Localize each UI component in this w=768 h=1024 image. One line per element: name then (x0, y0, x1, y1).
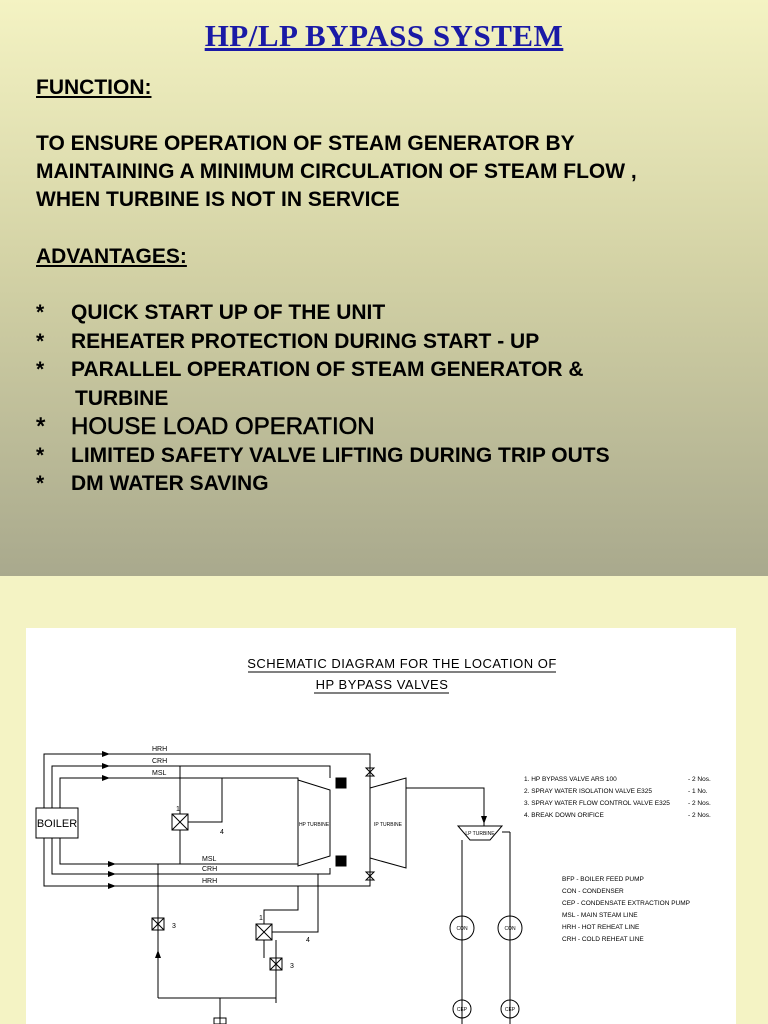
parts-qty: - 2 Nos. (688, 776, 711, 783)
advantage-item: * LIMITED SAFETY VALVE LIFTING DURING TR… (36, 442, 748, 471)
line-label-msl-lower: MSL (202, 856, 217, 863)
bullet-marker: * (36, 443, 45, 467)
parts-qty: - 2 Nos. (688, 812, 711, 819)
lp-turbine-label: LP TURBINE (465, 831, 495, 837)
boiler-label: BOILER (37, 818, 77, 830)
abbreviation: CEP - CONDENSATE EXTRACTION PUMP (562, 900, 690, 907)
abbreviation: MSL - MAIN STEAM LINE (562, 912, 638, 919)
diagram-title-line1: SCHEMATIC DIAGRAM FOR THE LOCATION OF (247, 656, 557, 671)
advantage-item: * DM WATER SAVING (36, 470, 748, 499)
valve-number: 4 (220, 829, 224, 836)
parts-item: 3. SPRAY WATER FLOW CONTROL VALVE E325 (524, 800, 670, 807)
valve-number: 3 (290, 963, 294, 970)
slide-title: HP/LP BYPASS SYSTEM (204, 18, 564, 53)
valve-number: 4 (306, 937, 310, 944)
hp-turbine-label: HP TURBINE (299, 822, 330, 828)
line-label-hrh-lower: HRH (202, 878, 217, 885)
function-line: WHEN TURBINE IS NOT IN SERVICE (36, 188, 400, 211)
advantage-continuation: TURBINE (75, 386, 169, 410)
condenser-label: CON (456, 926, 468, 932)
schematic-diagram: SCHEMATIC DIAGRAM FOR THE LOCATION OF HP… (26, 628, 736, 1024)
advantages-list: * QUICK START UP OF THE UNIT * REHEATER … (36, 299, 748, 499)
advantage-item: * PARALLEL OPERATION OF STEAM GENERATOR … (36, 356, 748, 385)
advantages-heading: ADVANTAGES: (36, 245, 187, 268)
slide: HP/LP BYPASS SYSTEM FUNCTION: TO ENSURE … (0, 0, 768, 576)
advantage-item: * HOUSE LOAD OPERATION (36, 413, 375, 441)
bullet-marker: * (36, 413, 46, 441)
line-label-crh: CRH (152, 758, 167, 765)
parts-qty: - 1 No. (688, 788, 708, 795)
valve-number: 1 (176, 806, 180, 813)
cep-label: CEP (457, 1007, 468, 1013)
schematic-svg: SCHEMATIC DIAGRAM FOR THE LOCATION OF HP… (35, 656, 711, 1024)
abbreviation: HRH - HOT REHEAT LINE (562, 924, 640, 931)
function-heading: FUNCTION: (36, 76, 152, 99)
bullet-marker: * (36, 358, 45, 381)
line-label-crh-lower: CRH (202, 866, 217, 873)
diagram-title-line2: HP BYPASS VALVES (316, 677, 449, 692)
bullet-marker: * (36, 301, 45, 324)
advantage-item: * QUICK START UP OF THE UNIT (36, 299, 748, 328)
cep-label: CEP (505, 1007, 516, 1013)
valve-number: 1 (259, 915, 263, 922)
bullet-marker: * (36, 472, 45, 495)
condenser-label: CON (504, 926, 516, 932)
function-line: TO ENSURE OPERATION OF STEAM GENERATOR B… (36, 132, 575, 155)
ip-turbine-label: IP TURBINE (374, 822, 403, 828)
parts-item: 2. SPRAY WATER ISOLATION VALVE E325 (524, 788, 652, 795)
valve-number: 3 (172, 923, 176, 930)
function-text: TO ENSURE OPERATION OF STEAM GENERATOR B… (36, 130, 748, 214)
parts-qty: - 2 Nos. (688, 800, 711, 807)
function-line: MAINTAINING A MINIMUM CIRCULATION OF STE… (36, 160, 637, 183)
parts-item: 4. BREAK DOWN ORIFICE (524, 812, 604, 819)
line-label-msl: MSL (152, 770, 167, 777)
parts-item: 1. HP BYPASS VALVE ARS 100 (524, 776, 617, 783)
line-label-hrh: HRH (152, 746, 167, 753)
abbreviation: CRH - COLD REHEAT LINE (562, 936, 644, 943)
bullet-marker: * (36, 329, 45, 353)
abbreviation: CON - CONDENSER (562, 888, 624, 895)
abbreviation: BFP - BOILER FEED PUMP (562, 876, 644, 883)
advantage-item: * REHEATER PROTECTION DURING START - UP (36, 328, 748, 357)
